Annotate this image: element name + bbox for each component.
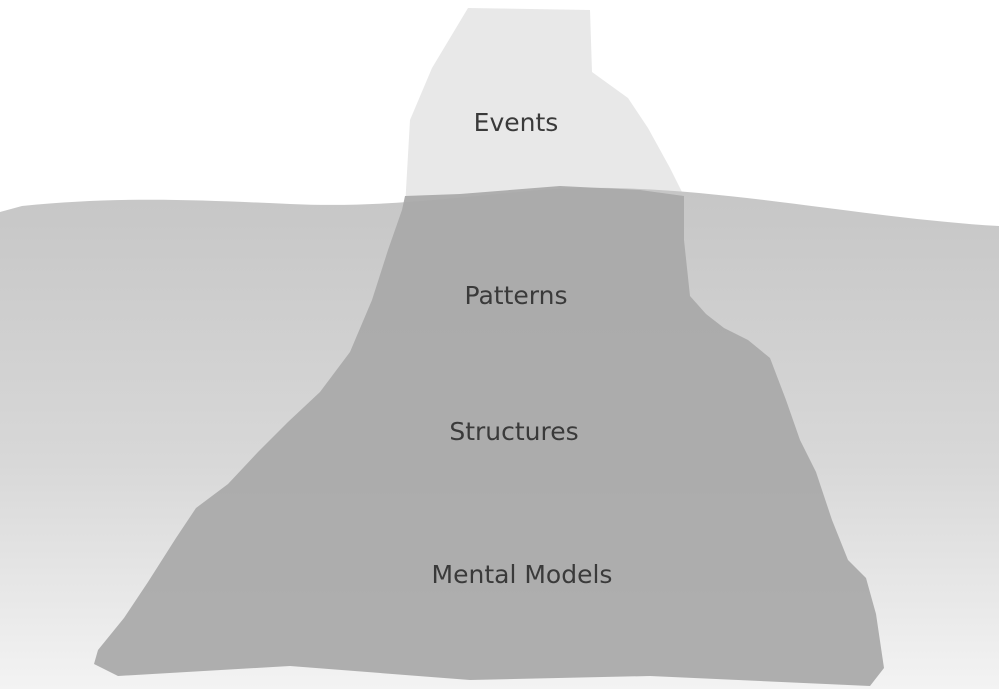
layer-label-mental-models: Mental Models: [432, 560, 613, 589]
layer-label-structures: Structures: [449, 417, 578, 446]
layer-label-patterns: Patterns: [465, 281, 568, 310]
iceberg-submerged: [94, 186, 884, 686]
iceberg-tip: [405, 8, 686, 210]
layer-label-events: Events: [474, 108, 559, 137]
